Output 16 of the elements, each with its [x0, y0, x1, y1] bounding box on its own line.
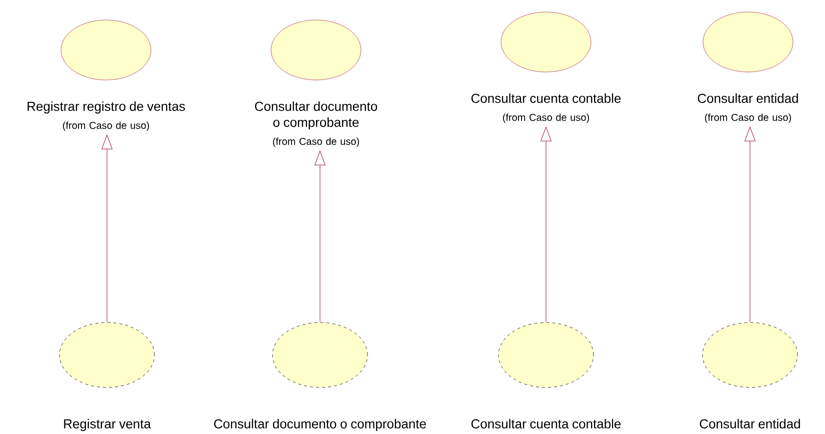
generalization-arrow — [102, 134, 112, 322]
package-note: (from Caso de uso) — [273, 138, 359, 147]
use-case-name: Consultar entidad — [698, 93, 798, 103]
use-case-name: Registrar registro de ventas — [28, 101, 185, 114]
use-case-name: Consultar entidad — [700, 418, 800, 428]
use-case-name: Registrar venta — [64, 418, 151, 432]
generalization-arrow — [540, 126, 552, 322]
use-case-name: Consultar cuenta contable — [471, 418, 621, 428]
use-case-name: Consultar cuenta contable — [471, 93, 621, 103]
package-note: (from Caso de uso) — [63, 122, 149, 131]
generalization-arrow — [314, 150, 326, 322]
package-note: (from Caso de uso) — [503, 114, 589, 123]
generalization-arrow — [744, 126, 756, 322]
use-case-name: Consultar documento o comprobante — [255, 101, 378, 130]
use-case-name: Consultar documento o comprobante — [214, 418, 426, 432]
package-note: (from Caso de uso) — [705, 114, 791, 123]
